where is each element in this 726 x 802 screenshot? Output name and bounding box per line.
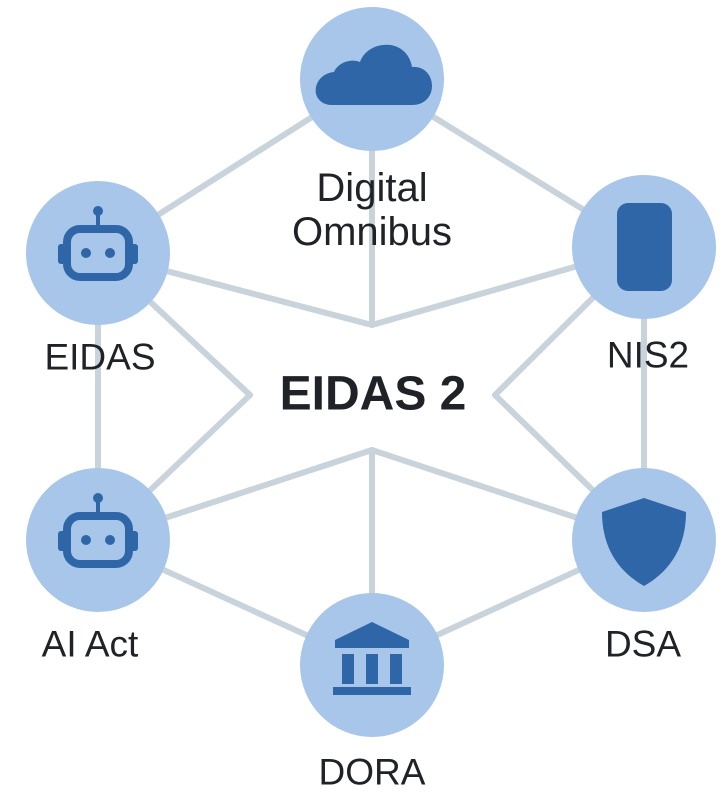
node-ai-act bbox=[26, 468, 170, 612]
node-label-line: Digital bbox=[316, 166, 428, 210]
node-label-eidas: EIDAS bbox=[44, 336, 156, 378]
shield-icon bbox=[602, 498, 686, 586]
node-label-nis2: NIS2 bbox=[606, 334, 690, 376]
bank-icon bbox=[333, 622, 411, 695]
robot-icon bbox=[58, 206, 138, 281]
device-icon bbox=[617, 203, 672, 291]
node-dora bbox=[300, 593, 444, 737]
node-label-ai-act: AI Act bbox=[41, 623, 139, 665]
nodes bbox=[26, 7, 716, 737]
robot-icon bbox=[58, 493, 138, 568]
node-label-digital-omnibus: Digital Omnibus bbox=[292, 166, 452, 254]
node-eidas bbox=[26, 181, 170, 325]
node-nis2 bbox=[572, 175, 716, 319]
node-label-dsa: DSA bbox=[604, 623, 682, 665]
node-dsa bbox=[572, 468, 716, 612]
center-label: EIDAS 2 bbox=[279, 367, 467, 421]
cloud-icon bbox=[315, 44, 432, 105]
node-digital-omnibus bbox=[300, 7, 444, 151]
node-label-line: Omnibus bbox=[291, 210, 453, 254]
node-label-dora: DORA bbox=[318, 751, 426, 793]
